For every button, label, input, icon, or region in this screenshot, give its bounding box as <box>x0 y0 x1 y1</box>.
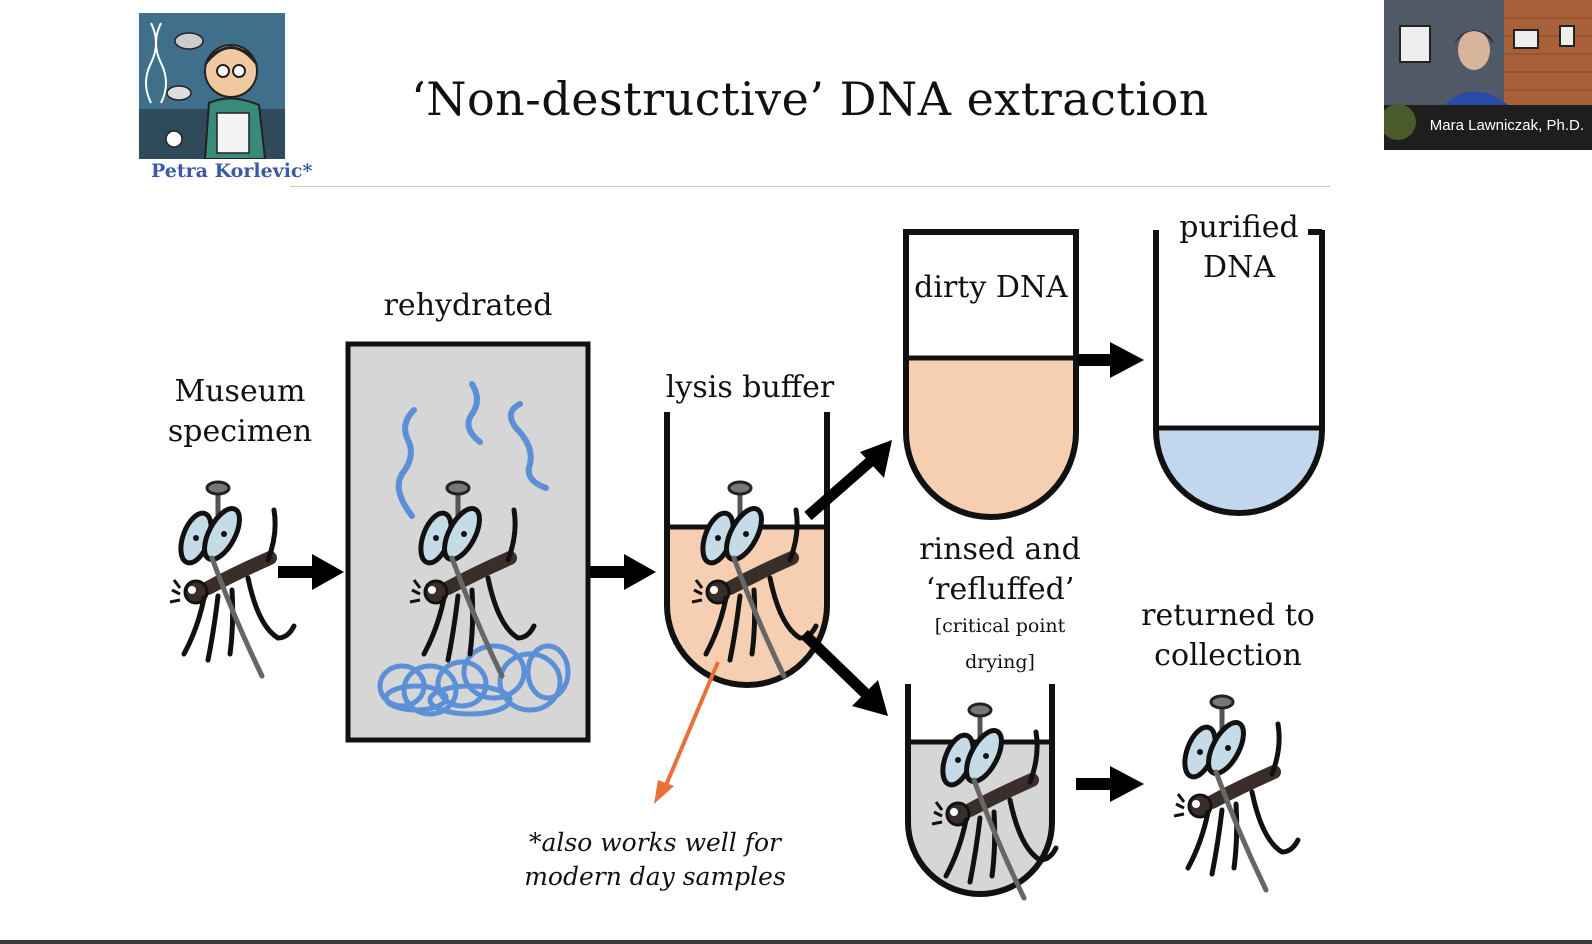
label-purified-dna: purified DNA <box>1179 210 1299 285</box>
label-critical-point-drying: [critical point drying] <box>934 615 1066 674</box>
label-museum-specimen: Museum specimen <box>167 374 313 449</box>
label-returned-to-collection: returned to collection <box>1141 598 1315 673</box>
participant-name-label: Mara Lawniczak, Ph.D. <box>1429 117 1584 134</box>
label-dirty-dna: dirty DNA <box>914 270 1068 305</box>
badge-caption: Petra Korlevic* <box>151 160 313 182</box>
presenter-badge-illustration <box>139 13 285 159</box>
title-divider <box>290 186 1330 187</box>
label-lysis-buffer: lysis buffer <box>665 370 835 405</box>
slide-title: ‘Non-destructive’ DNA extraction <box>411 72 1209 126</box>
label-rinsed-refluffed: rinsed and ‘refluffed’ <box>919 532 1081 607</box>
label-rehydrated: rehydrated <box>383 288 553 323</box>
participant-video-frame <box>1384 0 1592 150</box>
participant-video-tile[interactable]: Mara Lawniczak, Ph.D. <box>1384 0 1592 150</box>
modern-samples-note: *also works well for modern day samples <box>524 828 786 891</box>
bottom-border <box>0 940 1592 944</box>
